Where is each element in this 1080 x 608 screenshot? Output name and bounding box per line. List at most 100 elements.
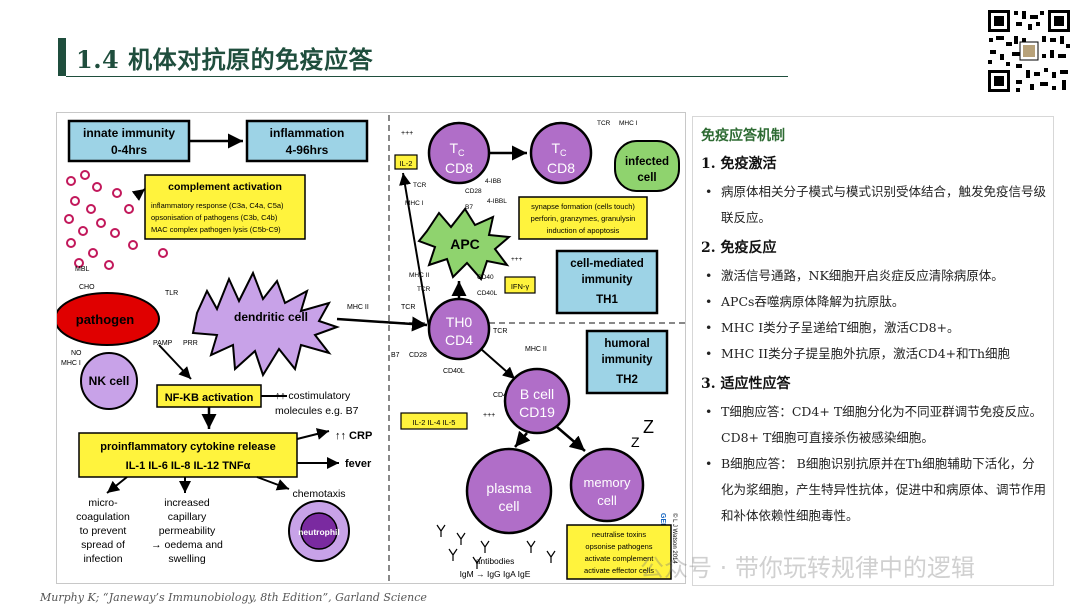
- title-underline: [66, 76, 788, 77]
- tc-cd8-cell: TC CD8: [427, 121, 491, 185]
- synapse-box: synapse formation (cells touch) perforin…: [518, 196, 648, 240]
- bullet-item: MHC II类分子提呈胞外抗原，激活CD4+和Th细胞: [701, 341, 1047, 367]
- svg-text:TCR: TCR: [493, 328, 507, 335]
- plasma-cell: plasma cell: [465, 447, 553, 535]
- il-row-box: IL-2 IL-4 IL-5: [400, 412, 468, 430]
- svg-text:CD28: CD28: [409, 352, 427, 359]
- svg-text:complement activation: complement activation: [168, 181, 282, 193]
- svg-text:memory: memory: [584, 475, 631, 490]
- il2-box: IL-2: [394, 154, 418, 170]
- dendritic-cell: dendritic cell: [191, 270, 341, 378]
- svg-text:Z: Z: [631, 434, 640, 450]
- svg-text:infected: infected: [625, 156, 669, 168]
- svg-text:immunity: immunity: [601, 354, 653, 366]
- antibody-functions-box: neutralise toxins opsonise pathogens act…: [566, 524, 672, 580]
- svg-text:APC: APC: [450, 236, 480, 252]
- svg-text:+++: +++: [483, 412, 495, 419]
- cell-mediated-box: cell-mediated immunity TH1: [555, 249, 659, 315]
- nfkb-box: NF-KB activation: [156, 384, 262, 408]
- bullet-item: 激活信号通路，NK细胞开启炎症反应清除病原体。: [701, 263, 1047, 289]
- svg-text:coagulation: coagulation: [76, 511, 130, 523]
- svg-text:MHC I: MHC I: [61, 360, 81, 367]
- svg-text:cell: cell: [498, 498, 519, 514]
- svg-text:IFN-γ: IFN-γ: [511, 282, 530, 291]
- svg-text:CD40L: CD40L: [443, 368, 465, 375]
- svg-text:swelling: swelling: [168, 553, 206, 565]
- svg-text:CD8: CD8: [547, 160, 575, 176]
- svg-text:B7: B7: [391, 352, 400, 359]
- svg-text:opsonise pathogens: opsonise pathogens: [585, 542, 652, 551]
- svg-text:TCR: TCR: [413, 182, 427, 189]
- svg-text:cell-mediated: cell-mediated: [570, 258, 644, 270]
- svg-text:molecules e.g. B7: molecules e.g. B7: [275, 405, 359, 417]
- b-cell: B cell CD19: [503, 367, 571, 435]
- complement-activation-box: complement activation inflammatory respo…: [144, 174, 306, 240]
- svg-text:PAMP: PAMP: [153, 340, 173, 347]
- svg-text:Z: Z: [643, 417, 654, 437]
- svg-text:IgM → IgG IgA IgE: IgM → IgG IgA IgE: [460, 569, 531, 579]
- svg-text:PRR: PRR: [183, 340, 198, 347]
- svg-text:4-IBBL: 4-IBBL: [487, 198, 507, 205]
- svg-text:CD19: CD19: [519, 404, 555, 420]
- svg-text:MBL: MBL: [75, 266, 90, 273]
- svg-text:proinflammatory cytokine relea: proinflammatory cytokine release: [100, 441, 275, 453]
- svg-text:TH2: TH2: [616, 374, 638, 386]
- svg-text:capillary: capillary: [168, 511, 207, 523]
- svg-text:neutralise toxins: neutralise toxins: [592, 530, 646, 539]
- svg-text:chemotaxis: chemotaxis: [292, 488, 345, 500]
- bullet-item: B细胞应答： B细胞识别抗原并在Th细胞辅助下活化，分化为浆细胞，产生特异性抗体…: [701, 451, 1047, 529]
- svg-text:CD40: CD40: [477, 274, 494, 281]
- svg-text:TCR: TCR: [597, 120, 611, 127]
- svg-text:IL-2 IL-4 IL-5: IL-2 IL-4 IL-5: [413, 418, 456, 427]
- memory-cell: memory cell: [569, 447, 645, 523]
- svg-text:MHC II: MHC II: [347, 304, 369, 311]
- svg-text:MHC I: MHC I: [619, 120, 638, 127]
- svg-text:NF-KB activation: NF-KB activation: [165, 392, 254, 404]
- svg-text:CD40L: CD40L: [477, 290, 498, 297]
- apc-cell: APC: [417, 207, 512, 281]
- ifn-box: IFN-γ: [504, 276, 536, 294]
- svg-text:CD4: CD4: [445, 332, 473, 348]
- section-title-adaptive: 3. 适应性应答: [701, 376, 791, 392]
- svg-text:innate immunity: innate immunity: [83, 126, 175, 140]
- svg-text:MHC I: MHC I: [405, 200, 424, 207]
- svg-text:B7: B7: [465, 204, 473, 211]
- bullet-item: MHC I类分子呈递给T细胞，激活CD8+。: [701, 315, 1047, 341]
- section-title-activation: 1. 免疫激活: [701, 156, 777, 172]
- nk-cell: NK cell: [80, 352, 138, 410]
- svg-text:NO: NO: [71, 350, 82, 357]
- svg-text:CD28: CD28: [465, 188, 482, 195]
- svg-text:0-4hrs: 0-4hrs: [111, 143, 147, 157]
- inflammation-box: inflammation 4-96hrs: [245, 119, 369, 163]
- svg-text:NK cell: NK cell: [89, 374, 130, 388]
- pathogen-cell: pathogen: [54, 292, 160, 346]
- mechanism-panel: 免疫应答机制 1. 免疫激活 病原体相关分子模式与模式识别受体结合，触发免疫信号…: [692, 116, 1054, 586]
- svg-text:humoral: humoral: [604, 338, 649, 350]
- svg-text:CHO: CHO: [79, 284, 95, 291]
- svg-text:activate effector cells: activate effector cells: [584, 566, 654, 575]
- svg-text:TCR: TCR: [417, 286, 431, 293]
- svg-text:inflammatory response (C3a, C4: inflammatory response (C3a, C4a, C5a): [151, 201, 284, 210]
- svg-text:B cell: B cell: [520, 386, 554, 402]
- svg-text:↑↑ costimulatory: ↑↑ costimulatory: [275, 390, 351, 402]
- svg-text:cell: cell: [597, 493, 617, 508]
- svg-text:perforin, granzymes, granulysi: perforin, granzymes, granulysin: [531, 214, 636, 223]
- svg-text:© L J Watson 2014: © L J Watson 2014: [671, 513, 678, 564]
- tc-cd8-effector-cell: TC CD8: [529, 121, 593, 185]
- svg-text:neutrophil: neutrophil: [298, 527, 340, 537]
- svg-text:cell: cell: [637, 172, 656, 184]
- immune-response-diagram: innate immunity 0-4hrs inflammation 4-96…: [54, 112, 686, 584]
- svg-text:to prevent: to prevent: [80, 525, 127, 537]
- slide-title: 1.4 机体对抗原的免疫应答: [76, 45, 374, 74]
- svg-text:CD8: CD8: [445, 160, 473, 176]
- svg-text:TH1: TH1: [596, 294, 618, 306]
- svg-text:4-96hrs: 4-96hrs: [286, 143, 329, 157]
- svg-text:pathogen: pathogen: [76, 312, 135, 327]
- svg-text:immunity: immunity: [581, 274, 633, 286]
- svg-text:TC: TC: [449, 140, 465, 158]
- qr-code-icon: [986, 8, 1072, 94]
- svg-text:opsonisation of pathogens (C3b: opsonisation of pathogens (C3b, C4b): [151, 213, 278, 222]
- section-title-response: 2. 免疫反应: [701, 240, 777, 256]
- svg-text:synapse formation (cells touch: synapse formation (cells touch): [531, 202, 635, 211]
- svg-text:micro-: micro-: [88, 497, 118, 509]
